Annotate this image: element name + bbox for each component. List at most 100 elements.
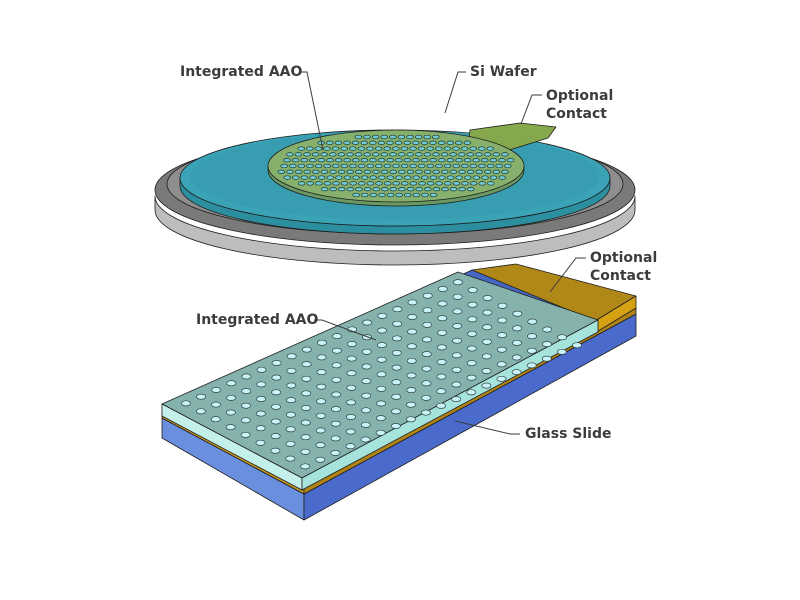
wafer-pore [446,158,455,163]
slide-pore [211,387,222,393]
wafer-pore [354,152,363,157]
wafer-pore [354,134,363,140]
wafer-pore [315,181,323,186]
wafer-pore [351,140,360,145]
slide-pore [391,408,401,415]
wafer-pore [415,169,423,174]
wafer-pore [280,163,288,169]
wafer-pore [389,169,397,174]
slide-pore [436,373,447,380]
wafer-pore [429,192,438,198]
wafer-pore [458,152,466,157]
slide-pore [466,345,477,352]
wafer-pore [397,134,406,140]
leader-glass-slide [454,420,520,435]
wafer-pore [332,163,340,169]
wafer-pore [346,187,355,192]
wafer-pore [412,192,421,198]
wafer-pore [358,181,366,186]
slide-pore [406,372,417,379]
wafer-pore [360,158,369,163]
slide-pore [225,409,236,416]
slide-pore [391,379,402,386]
slide-pore [542,326,553,333]
slide-pore [271,360,282,366]
slide-pore [391,393,402,400]
wafer-pore [409,146,417,151]
wafer-pore [423,169,432,174]
slide-pore [526,347,537,354]
wafer-pore [366,163,374,169]
slide-pore [286,397,297,404]
wafer-pore [380,169,389,174]
label-wafer-contact-2: Contact [546,106,607,122]
slide-pore [436,359,447,365]
wafer-pore [343,158,351,163]
wafer-pore [395,175,403,180]
slide-pore [451,396,462,403]
slide-pore [241,373,252,380]
wafer-pore [486,163,495,169]
label-si-wafer: Si Wafer [470,64,537,80]
wafer-aao-pores [277,134,515,198]
wafer-pore [375,181,383,186]
slide-pore [542,341,552,348]
wafer-pore [435,181,443,186]
slide-pore [392,306,403,313]
wafer-pore [306,146,314,151]
slide-pore [255,439,266,446]
wafer-pore [360,175,369,180]
slide-pore [452,323,463,329]
wafer-pore [412,140,420,145]
wafer-pore [320,169,329,174]
wafer-pore [369,192,378,198]
wafer-pore [357,146,366,151]
wafer-pore [461,163,469,169]
wafer-pore [495,163,503,169]
slide-pore [316,398,327,405]
wafer-pore [300,158,308,163]
wafer-pore [424,187,432,192]
slide-pore [452,337,462,344]
wafer-pore [449,187,458,192]
slide-pore [361,363,372,370]
slide-pore [285,426,296,433]
wafer-pore [303,152,311,157]
si-wafer-side [154,195,636,266]
wafer-pore [378,192,386,198]
slide-pore [316,383,327,390]
slide-pore [181,400,191,407]
wafer-pore [337,169,346,174]
slide-pore [301,390,312,397]
slide-pore [226,394,237,401]
slide-pore [556,348,567,355]
wafer-pore [463,158,472,163]
slide-pore [301,405,311,411]
label-glass-slide: Glass Slide [525,426,611,442]
wafer-pore [452,181,461,186]
wafer-pore [455,158,463,163]
wafer-pore [395,158,403,163]
slide-pore [345,443,356,450]
leader-wafer-aao [299,71,324,151]
wafer-pore [372,187,380,192]
wafer-pore [392,146,400,151]
slide-pore [436,402,447,409]
slide-pore [256,396,267,402]
slide-pore [437,286,448,292]
wafer-pore [486,146,495,151]
wafer-pore [392,163,400,169]
label-wafer-contact-1: Optional [546,88,613,104]
wafer-pore [355,169,363,174]
wafer-pore [420,158,429,163]
slide-pore [391,364,402,371]
wafer-pore [343,140,351,145]
wafer-pore [423,152,432,157]
wafer-pore [314,163,323,169]
slide-pore [512,339,522,346]
slide-pore [376,342,387,349]
wafer-pore [361,192,369,198]
slide-pore [421,365,432,372]
wafer-pore [472,158,480,163]
wafer-pore [461,181,469,186]
